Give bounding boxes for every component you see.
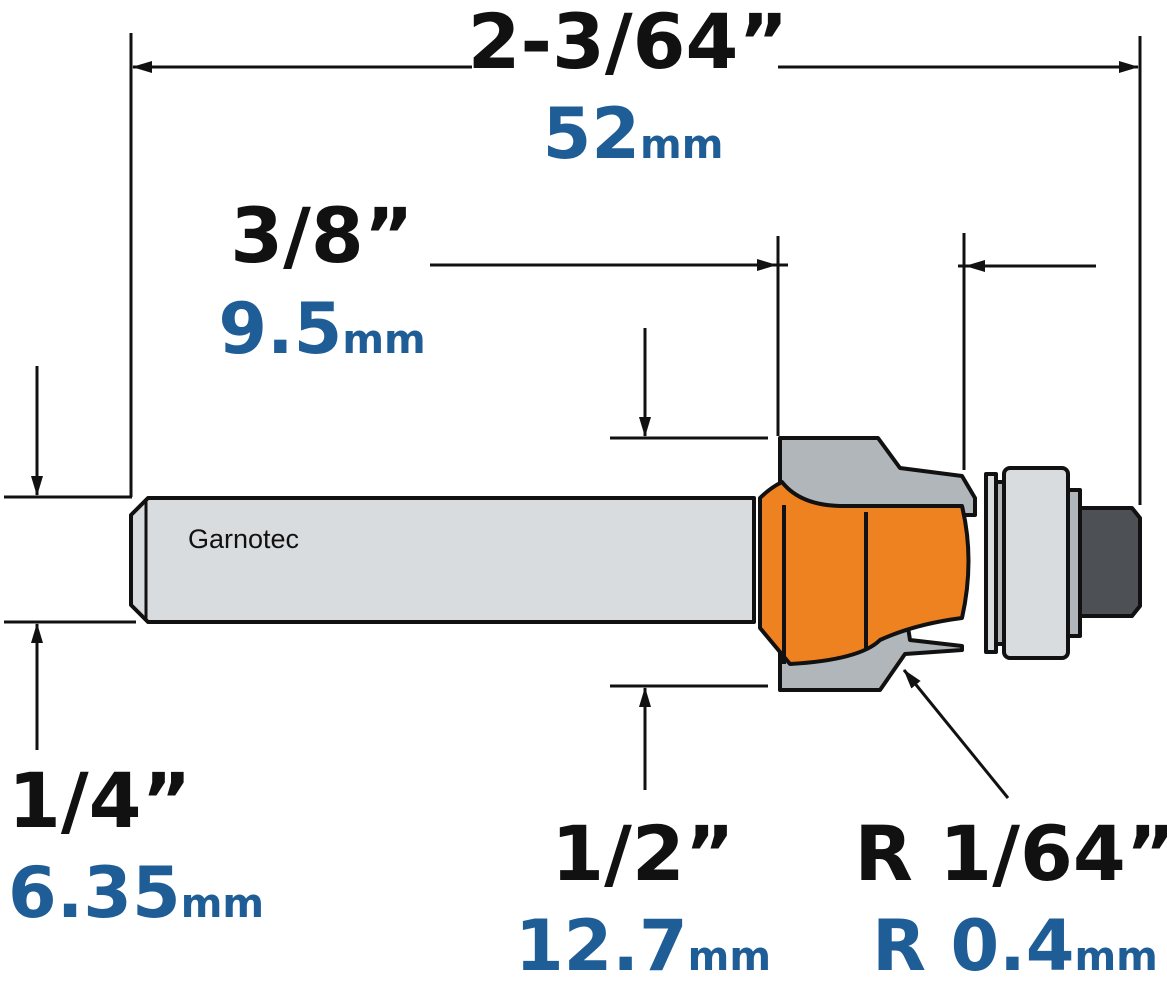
radius-inch: R 1/64” (854, 809, 1167, 898)
radius-mm-value: R 0.4 (872, 905, 1074, 984)
radius-mm-unit: mm (1074, 934, 1157, 980)
dim-cut-height: 3/8” 9.5mm (218, 191, 425, 370)
shank (129, 496, 756, 624)
overall-length-mm-unit: mm (640, 122, 723, 168)
shank-diameter-mm: 6.35mm (8, 852, 264, 934)
cutter-diameter-mm-value: 12.7 (515, 905, 688, 984)
brand-label: Garnotec (188, 524, 299, 554)
cut-height-inch: 3/8” (230, 191, 413, 280)
dim-radius: R 1/64” R 0.4mm (854, 809, 1167, 984)
cutter-diameter-mm: 12.7mm (515, 905, 771, 984)
nut (1078, 506, 1142, 618)
shank-diameter-mm-value: 6.35 (8, 852, 181, 934)
router-bit (129, 436, 1142, 692)
overall-length-mm-value: 52 (543, 93, 640, 175)
dimension-lines (4, 33, 1142, 799)
shank-diameter-mm-unit: mm (181, 881, 264, 927)
cut-height-mm-value: 9.5 (218, 288, 342, 370)
dim-cutter-diameter: 1/2” 12.7mm (515, 809, 771, 984)
overall-length-inch: 2-3/64” (468, 0, 789, 86)
bearing (1002, 466, 1070, 660)
dim-overall-length: 2-3/64” 52mm (468, 0, 789, 175)
cutter-diameter-mm-unit: mm (688, 934, 771, 980)
dim-shank-diameter: 1/4” 6.35mm (8, 756, 264, 934)
radius-mm: R 0.4mm (872, 905, 1158, 984)
overall-length-mm: 52mm (543, 93, 724, 175)
cut-height-mm-unit: mm (342, 317, 425, 363)
shank-diameter-inch: 1/4” (8, 756, 191, 845)
cut-height-mm: 9.5mm (218, 288, 425, 370)
cutter-diameter-inch: 1/2” (551, 809, 734, 898)
